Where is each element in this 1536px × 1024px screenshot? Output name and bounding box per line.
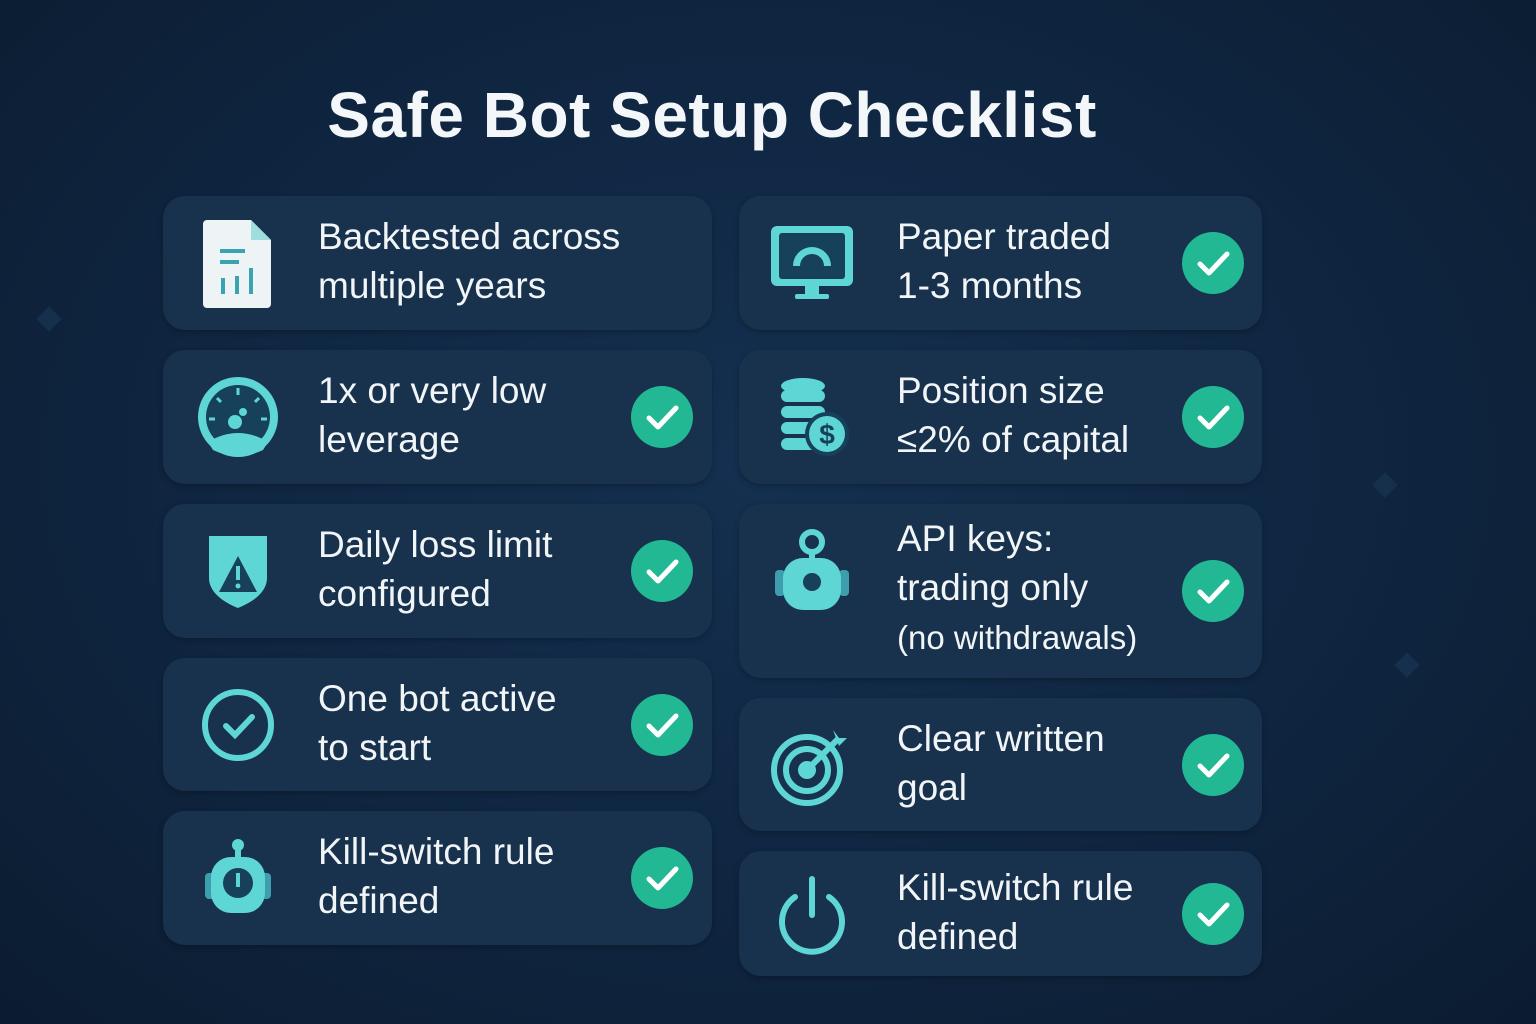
check-badge-icon <box>631 847 693 909</box>
check-badge-icon <box>631 386 693 448</box>
speedometer-icon <box>193 372 283 462</box>
check-badge-icon <box>1182 882 1244 945</box>
checklist-item-line: leverage <box>318 419 460 460</box>
checklist-item-text: 1x or very low leverage <box>318 366 546 464</box>
checklist-card: Kill-switch rule defined <box>739 851 1262 976</box>
checklist-item-line: 1x or very low <box>318 370 547 411</box>
check-badge-icon <box>631 693 693 756</box>
checklist-item-line: multiple years <box>318 265 547 306</box>
monitor-gauge-icon <box>767 218 857 308</box>
decorative-diamond <box>1394 652 1420 678</box>
checklist-item-line: defined <box>318 880 440 921</box>
checklist-item-line: Backtested across <box>318 216 621 257</box>
shield-warning-icon <box>193 526 283 616</box>
checklist-item-text: Paper traded 1-3 months <box>897 212 1111 310</box>
check-badge-icon <box>1182 232 1244 294</box>
checklist-item-line: defined <box>897 915 1019 957</box>
robot-key-icon <box>767 524 857 614</box>
checklist-card: Backtested across multiple years <box>163 196 712 330</box>
checklist-card: Kill-switch rule defined <box>163 811 712 945</box>
checklist-item-text: Clear written goal <box>897 714 1105 812</box>
decorative-diamond <box>1372 472 1398 498</box>
document-chart-icon <box>193 218 283 308</box>
power-icon <box>767 869 857 959</box>
checklist-item-line: Kill-switch rule <box>897 866 1134 908</box>
checklist-item-line: goal <box>897 766 967 808</box>
page-title: Safe Bot Setup Checklist <box>327 79 1097 151</box>
checklist-item-text: Kill-switch rule defined <box>318 827 554 925</box>
checklist-item-line: Kill-switch rule <box>318 831 555 872</box>
check-badge-icon <box>1182 560 1244 622</box>
checklist-item-line: ≤2% of capital <box>897 419 1130 460</box>
decorative-diamond <box>36 306 62 332</box>
checklist-item-text: API keys: trading only (no withdrawals) <box>897 514 1137 664</box>
checklist-item-line: 1-3 months <box>897 265 1083 306</box>
checklist-item-line: API keys: <box>897 518 1054 559</box>
check-badge-icon <box>631 540 693 602</box>
check-circle-icon <box>193 680 283 770</box>
checklist-item-text: Kill-switch rule defined <box>897 863 1133 961</box>
checklist-item-line: Paper traded <box>897 216 1111 257</box>
checklist-card: Clear written goal <box>739 698 1262 831</box>
svg-text:$: $ <box>819 419 835 450</box>
checklist-item-note: (no withdrawals) <box>897 619 1138 656</box>
checklist-item-line: Position size <box>897 370 1105 411</box>
coins-dollar-icon: $ <box>767 372 857 462</box>
check-badge-icon <box>1182 733 1244 796</box>
checklist-card: $ Position size ≤2% of capital <box>739 350 1262 484</box>
checklist-item-line: to start <box>318 726 432 768</box>
checklist-item-line: One bot active <box>318 677 557 719</box>
checklist-item-text: One bot active to start <box>318 674 557 772</box>
check-badge-icon <box>1182 386 1244 448</box>
target-icon <box>767 720 857 810</box>
checklist-item-text: Daily loss limit configured <box>318 520 552 618</box>
checklist-card: Paper traded 1-3 months <box>739 196 1262 330</box>
checklist-item-line: configured <box>318 573 491 614</box>
checklist-item-text: Backtested across multiple years <box>318 212 620 310</box>
checklist-card: Daily loss limit configured <box>163 504 712 638</box>
checklist-card: 1x or very low leverage <box>163 350 712 484</box>
checklist-item-line: Clear written <box>897 717 1105 759</box>
checklist-card: API keys: trading only (no withdrawals) <box>739 504 1262 678</box>
checklist-item-line: trading only <box>897 567 1089 608</box>
checklist-item-line: Daily loss limit <box>318 524 553 565</box>
checklist-card: One bot active to start <box>163 658 712 791</box>
checklist-item-text: Position size ≤2% of capital <box>897 366 1129 464</box>
stopwatch-icon <box>193 833 283 923</box>
